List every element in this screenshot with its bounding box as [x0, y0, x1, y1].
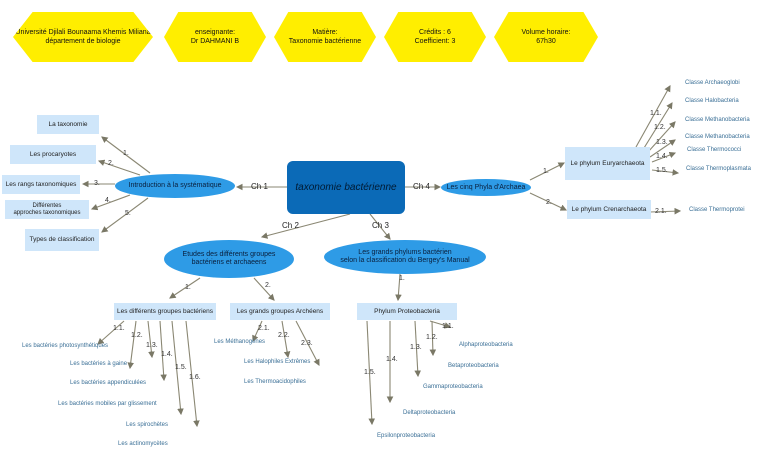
- proteo-num-1: 1.: [399, 275, 405, 282]
- archee-item-halophiles[interactable]: Les Halophiles Extrêmes: [244, 359, 311, 365]
- proteo-num-1-5: 1.5.: [364, 369, 376, 376]
- groupes-num-1-2: 1.2.: [131, 332, 143, 339]
- intro-item-approches[interactable]: Différentes approches taxonomiques: [5, 200, 89, 219]
- header-university: Université Djilali Bounaama Khemis Milia…: [13, 12, 153, 62]
- groupes-num-1-1: 1.1.: [113, 325, 125, 332]
- chapter-1-label: Ch 1: [251, 182, 268, 191]
- eury-class-thermoplasmata[interactable]: Classe Thermoplasmata: [686, 166, 751, 172]
- eury-num-1-1: 1.1.: [650, 110, 662, 117]
- archees-num-2-1: 2.1.: [258, 325, 270, 332]
- proteo-item-gamma[interactable]: Gammaproteobacteria: [423, 384, 483, 390]
- archee-item-thermoacidophiles[interactable]: Les Thermoacidophiles: [244, 379, 306, 385]
- proteo-num-1-2: 1.2.: [426, 334, 438, 341]
- intro-item-types[interactable]: Types de classification: [25, 229, 99, 251]
- intro-num-3: 3.: [94, 180, 100, 187]
- intro-item-procaryotes[interactable]: Les procaryotes: [10, 145, 96, 164]
- header-volume: Volume horaire: 67h30: [494, 12, 598, 62]
- eury-class-methanobacteria-2[interactable]: Classe Methanobacteria: [685, 134, 750, 140]
- crenarchaeota-box[interactable]: Le phylum Crenarchaeota: [567, 200, 651, 219]
- intro-item-taxonomie[interactable]: La taxonomie: [37, 115, 99, 134]
- intro-num-2: 2.: [108, 160, 114, 167]
- groupe-item-spirochetes[interactable]: Les spirochètes: [126, 422, 169, 428]
- header-teacher: enseignante: Dr DAHMANI B: [164, 12, 266, 62]
- proteo-num-1-4: 1.4.: [386, 356, 398, 363]
- proteo-item-epsilon[interactable]: Epsilonproteobacteria: [377, 433, 436, 439]
- proteo-item-delta[interactable]: Deltaproteobacteria: [403, 410, 456, 416]
- groupes-archeens-box[interactable]: Les grands groupes Archéens: [230, 303, 330, 320]
- eury-num-1-4: 1.4.: [656, 153, 668, 160]
- header-subject: Matière: Taxonomie bactérienne: [274, 12, 376, 62]
- etudes-node[interactable]: Etudes des différents groupes bactériens…: [164, 240, 294, 278]
- proteo-num-1-1: 1.1.: [442, 323, 454, 330]
- groupes-num-1-5: 1.5.: [175, 364, 187, 371]
- eury-class-methanobacteria-1[interactable]: Classe Methanobacteria: [685, 117, 750, 123]
- euryarchaeota-box[interactable]: Le phylum Euryarchaeota: [565, 147, 650, 180]
- archee-item-methanogenes[interactable]: Les Méthanogènes: [214, 339, 266, 345]
- proteobacteria-box[interactable]: Phylum Proteobacteria: [357, 303, 457, 320]
- phyla-archaea-node[interactable]: Les cinq Phyla d'Archaea: [441, 179, 531, 196]
- chapter-2-label: Ch 2: [282, 221, 299, 230]
- archees-num-2-3: 2.3.: [301, 340, 313, 347]
- groupe-item-actinomycetes[interactable]: Les actinomycètes: [118, 441, 168, 447]
- etudes-num-1: 1.: [185, 284, 191, 291]
- intro-num-1: 1.: [123, 150, 129, 157]
- groupes-num-1-6: 1.6.: [189, 374, 201, 381]
- groupe-item-gaine[interactable]: Les bactéries à gaine: [70, 361, 128, 367]
- cren-class-thermoprotei[interactable]: Classe Thermoprotei: [689, 207, 745, 213]
- groupe-item-appendiculees[interactable]: Les bactéries appendiculées: [70, 380, 147, 386]
- phyla-num-1: 1.: [543, 168, 549, 175]
- groupes-bacteriens-box[interactable]: Les différents groupes bactériens: [114, 303, 216, 320]
- intro-item-rangs[interactable]: Les rangs taxonomiques: [2, 175, 80, 194]
- groupe-item-photosynthetiques[interactable]: Les bactéries photosynthétiques: [22, 343, 109, 349]
- chapter-4-label: Ch 4: [413, 182, 430, 191]
- intro-num-5: 5.: [125, 210, 131, 217]
- chapter-3-label: Ch 3: [372, 221, 389, 230]
- eury-num-1-3: 1.3.: [656, 139, 668, 146]
- grands-phylums-node[interactable]: Les grands phylums bactérien selon la cl…: [324, 240, 486, 274]
- eury-num-1-2: 1.2.: [654, 124, 666, 131]
- cren-num-2-1: 2.1.: [655, 208, 667, 215]
- eury-class-archaeoglobi[interactable]: Classe Archaeoglobi: [685, 80, 740, 86]
- archees-num-2-2: 2.2.: [278, 332, 290, 339]
- intro-num-4: 4.: [105, 197, 111, 204]
- proteo-item-alpha[interactable]: Alphaproteobacteria: [459, 342, 513, 348]
- groupe-item-glissement[interactable]: Les bactéries mobiles par glissement: [58, 401, 157, 407]
- etudes-num-2: 2.: [265, 282, 271, 289]
- eury-class-thermococci[interactable]: Classe Thermococci: [687, 147, 742, 153]
- phyla-num-2: 2.: [546, 199, 552, 206]
- proteo-item-beta[interactable]: Betaproteobacteria: [448, 363, 499, 369]
- eury-num-1-5: 1.5.: [656, 167, 668, 174]
- groupes-num-1-3: 1.3.: [146, 342, 158, 349]
- groupes-num-1-4: 1.4.: [161, 351, 173, 358]
- eury-class-halobacteria[interactable]: Classe Halobacteria: [685, 98, 739, 104]
- proteo-num-1-3: 1.3.: [410, 344, 422, 351]
- intro-node[interactable]: Introduction à la systématique: [115, 174, 235, 198]
- header-credits: Crédits : 6 Coefficient: 3: [384, 12, 486, 62]
- center-topic[interactable]: taxonomie bactérienne: [287, 161, 405, 214]
